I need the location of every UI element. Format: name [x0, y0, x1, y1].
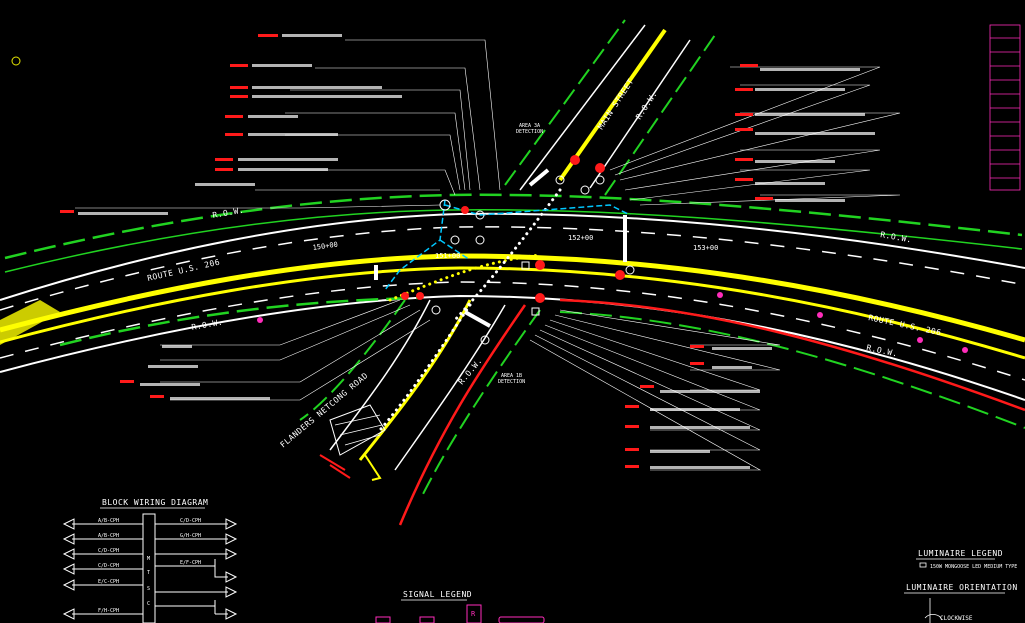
route-206-roadway [0, 193, 1025, 429]
area-1b-label: AREA 1B [501, 373, 522, 379]
flanders-roadway [299, 299, 541, 526]
luminaire-legend-title: LUMINAIRE LEGEND [918, 549, 1003, 558]
block-right-4: E/F-CPH [180, 560, 201, 566]
area-3a-label: AREA 3A [519, 123, 540, 129]
conduit-lines [384, 199, 631, 291]
signal-poles [257, 155, 968, 353]
route-206-label-west: ROUTE U.S. 206 [146, 257, 221, 283]
block-left-5: E/C-CPH [98, 579, 119, 585]
row-label-2: R.O.W. [191, 318, 224, 332]
signal-legend-title: SIGNAL LEGEND [403, 590, 472, 599]
station-151: 151+00 [435, 252, 460, 260]
luminaire-item: 150W MONGOOSE LED MEDIUM TYPE [930, 564, 1017, 570]
row-label-4: R.O.W. [880, 230, 913, 244]
area-1b-detection: DETECTION [498, 379, 525, 385]
block-right-2: G/H-CPH [180, 533, 201, 539]
luminaire-legend: LUMINAIRE LEGEND 150W MONGOOSE LED MEDIU… [904, 549, 1018, 623]
block-left-1: A/B-CPH [98, 518, 119, 524]
block-left-3: C/D-CPH [98, 548, 119, 554]
station-153: 153+00 [693, 244, 718, 252]
clockwise-label: CLOCKWISE [940, 615, 973, 622]
block-center-s: S [147, 586, 150, 592]
block-wiring-diagram: BLOCK WIRING DIAGRAM A/B-CPH A/B-CPH C/D… [62, 498, 238, 623]
luminaire-orientation-title: LUMINAIRE ORIENTATION [906, 583, 1018, 592]
block-left-4: C/D-CPH [98, 563, 119, 569]
block-center-c: C [147, 601, 150, 607]
dotted-guide-lines [378, 188, 562, 432]
block-right-1: C/D-CPH [180, 518, 201, 524]
station-152: 152+00 [568, 234, 593, 242]
stop-bars [374, 168, 627, 328]
row-label-3: R.O.W. [634, 89, 659, 121]
block-center-t: T [147, 570, 150, 576]
block-wiring-title: BLOCK WIRING DIAGRAM [102, 498, 208, 507]
block-left-2: A/B-CPH [98, 533, 119, 539]
note-blocks [60, 34, 875, 469]
svg-text:R: R [471, 610, 476, 618]
signal-legend: SIGNAL LEGEND R [375, 590, 545, 623]
main-street-roadway [504, 19, 716, 196]
block-left-6: F/H-CPH [98, 608, 119, 614]
block-center-m: M [147, 556, 150, 562]
cursor-dot [11, 56, 21, 66]
area-3a-detection: DETECTION [516, 129, 543, 135]
main-street-label: MAIN STREET [596, 77, 635, 131]
title-block-grid [989, 24, 1021, 191]
station-150: 150+00 [312, 241, 338, 252]
